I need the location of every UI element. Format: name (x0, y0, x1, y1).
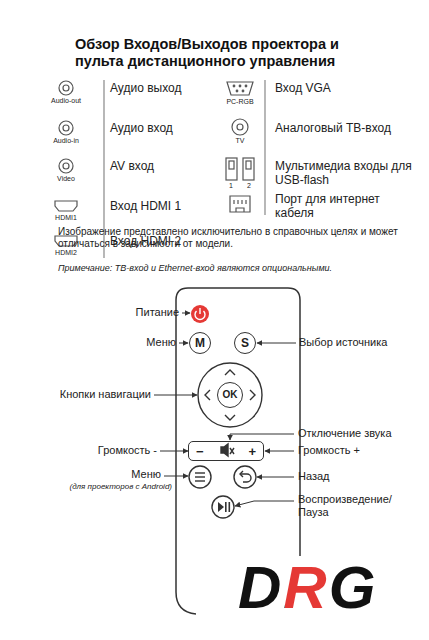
source-button: S (234, 332, 256, 354)
port-code: 1 (229, 182, 233, 190)
callout-label: Меню (146, 336, 176, 349)
note: Изображение представлено исключительно в… (58, 226, 403, 250)
note: Примечание: ТВ-вход и Ethernet-вход явля… (58, 263, 418, 274)
port-code: Audio-out (51, 97, 81, 105)
callout-label: Назад (298, 470, 330, 483)
callout-label: Питание (136, 306, 179, 319)
port-label: Вход VGA (275, 81, 331, 95)
callout-label: Громкость + (298, 444, 360, 457)
callout-label: Выбор источника (299, 336, 387, 349)
port-code: Video (57, 175, 75, 183)
port-label: AV вход (110, 159, 154, 173)
button-text: M (195, 337, 205, 349)
callout-note: (для проекторов с Android) (70, 482, 173, 492)
port-label: Аналоговый ТВ-вход (275, 121, 391, 135)
callout-label: Громкость - (98, 444, 157, 457)
port-code: Audio-in (53, 137, 79, 145)
ok-button: OK (217, 382, 243, 408)
port-code: HDMI2 (55, 249, 77, 257)
port-label: Аудио выход (110, 81, 181, 95)
button-text: − (196, 445, 204, 458)
callout-label: Отключение звука (298, 427, 392, 440)
button-text: S (241, 337, 249, 349)
port-label: Порт для интернет кабеля (275, 192, 420, 221)
port-label: Мультимедиа входы для USB-flash (275, 159, 420, 188)
callout-label: Меню (131, 468, 161, 481)
volume-bar: −+ (188, 441, 264, 461)
port-code: HDMI1 (55, 214, 77, 222)
port-code: PC-RGB (226, 98, 253, 106)
logo: DRG (238, 558, 377, 618)
button-text: + (248, 445, 256, 458)
callout-label: Кнопки навигации (60, 388, 151, 401)
port-code: 2 (247, 182, 251, 190)
port-label: Вход HDMI 1 (110, 199, 181, 213)
menu-button: M (189, 332, 211, 354)
button-text: OK (223, 390, 238, 400)
callout-label: Воспроизведение/ Пауза (298, 493, 413, 519)
port-code: TV (236, 137, 245, 145)
port-label: Аудио вход (110, 121, 173, 135)
title: Обзор Входов/Выходов проектора и пульта … (75, 36, 375, 71)
